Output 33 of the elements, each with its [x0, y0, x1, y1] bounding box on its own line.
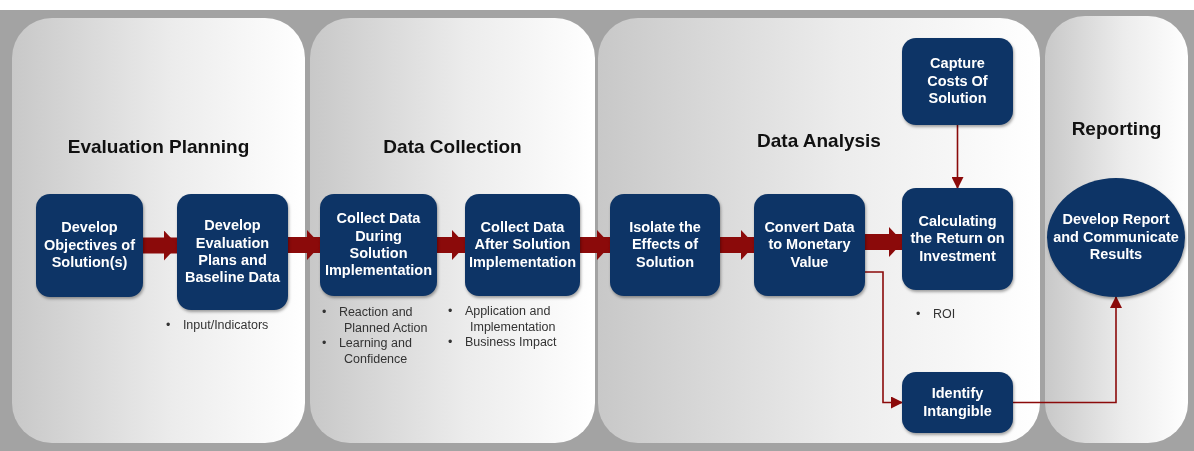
bullet-note: • ROI	[916, 307, 957, 323]
stage-panel	[12, 18, 305, 443]
process-box: Develop Evaluation Plans and Baseline Data	[177, 194, 288, 310]
stage-heading: Data Analysis	[756, 130, 882, 152]
block-arrow	[143, 230, 178, 261]
stage-panel	[310, 18, 595, 443]
process-box: Isolate the Effects of Solution	[610, 194, 720, 296]
block-arrow	[580, 230, 611, 260]
process-box: Develop Objectives of Solution(s)	[36, 194, 143, 297]
arrow	[864, 271, 903, 409]
process-box: Capture Costs Of Solution	[902, 38, 1013, 125]
bullet-note: • Reaction and Planned Action	[322, 305, 429, 337]
arrow	[1012, 296, 1122, 404]
bullet-note: • Learning and Confidence	[322, 336, 413, 368]
process-ellipse: Develop Report and Communicate Results	[1047, 178, 1185, 297]
stage-panel	[1045, 16, 1188, 443]
stage-panel	[598, 18, 1040, 443]
bullet-note: • Business Impact	[448, 335, 558, 351]
stage-heading: Data Collection	[382, 136, 523, 158]
stage-heading: Evaluation Planning	[66, 136, 251, 158]
block-arrow	[437, 230, 466, 260]
block-arrow	[865, 227, 903, 257]
stage-heading: Reporting	[1070, 118, 1163, 140]
block-arrow	[288, 230, 321, 260]
process-box: Collect Data After Solution Implementation	[465, 194, 580, 296]
arrow	[951, 124, 964, 189]
process-box: Calculating the Return on Investment	[902, 188, 1013, 290]
process-box: Identify Intangible	[902, 372, 1013, 433]
process-box: Collect Data During Solution Implementation	[320, 194, 437, 296]
block-arrow	[720, 230, 755, 260]
process-box: Convert Data to Monetary Value	[754, 194, 865, 296]
bullet-note: • Input/Indicators	[166, 318, 270, 334]
bullet-note: • Application and Implementation	[448, 304, 557, 336]
